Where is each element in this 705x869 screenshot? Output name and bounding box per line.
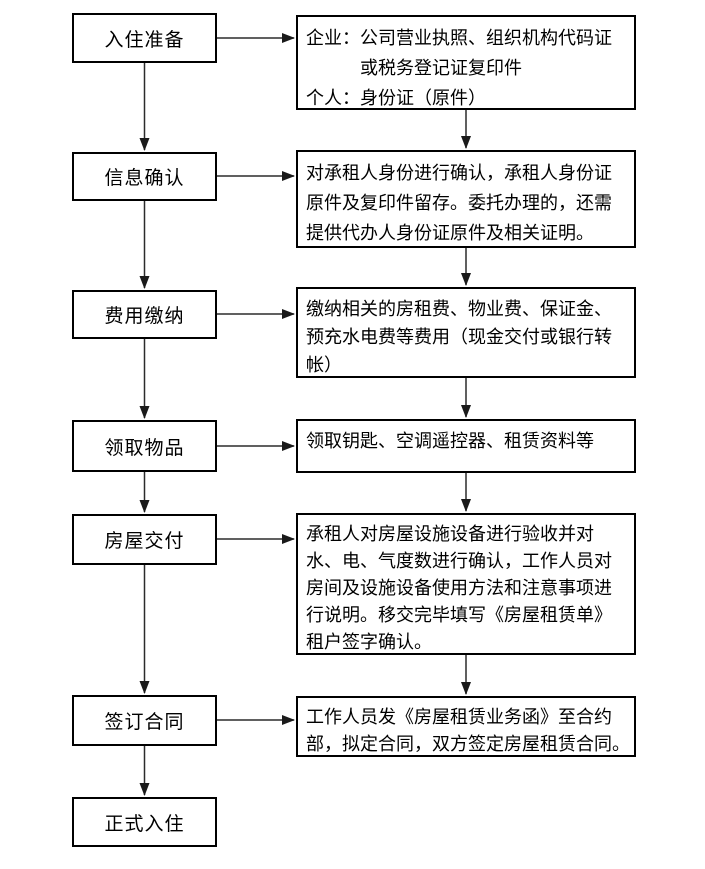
detail-line: 原件及复印件留存。委托办理的，还需: [306, 193, 612, 213]
detail-line: 行说明。移交完毕填写《房屋租赁单》: [306, 605, 612, 625]
step-box-house-handover: 房屋交付: [72, 514, 217, 565]
detail-line: 工作人员发《房屋租赁业务函》至合约: [306, 707, 612, 727]
step-box-sign-contract: 签订合同: [72, 695, 217, 746]
step-box-info-confirmation: 信息确认: [72, 152, 217, 201]
detail-box-house-handover: 承租人对房屋设施设备进行验收并对 水、电、气度数进行确认，工作人员对 房间及设施…: [296, 513, 636, 655]
step-label: 入住准备: [104, 29, 185, 51]
step-label: 房屋交付: [104, 531, 185, 552]
detail-line: 提供代办人身份证原件及相关证明。: [306, 223, 594, 243]
step-box-official-move-in: 正式入住: [72, 797, 217, 847]
step-label: 信息确认: [104, 168, 185, 189]
detail-line: 帐）: [306, 355, 342, 375]
detail-line: 或税务登记证复印件: [360, 58, 522, 78]
detail-box-fee-payment: 缴纳相关的房租费、物业费、保证金、 预充水电费等费用（现金交付或银行转 帐）: [296, 287, 636, 378]
detail-line: 领取钥匙、空调遥控器、租赁资料等: [306, 431, 594, 451]
detail-line: 预充水电费等费用（现金交付或银行转: [306, 327, 612, 347]
detail-line: 对承租人身份进行确认，承租人身份证: [306, 163, 612, 183]
step-box-move-in-preparation: 入住准备: [72, 13, 217, 63]
step-box-collect-items: 领取物品: [72, 420, 217, 472]
step-label: 签订合同: [104, 712, 185, 733]
detail-line: 部，拟定合同，双方签定房屋租赁合同。: [306, 734, 630, 754]
detail-box-collect-items: 领取钥匙、空调遥控器、租赁资料等: [296, 419, 636, 473]
detail-line: 个人：身份证（原件）: [306, 88, 486, 108]
detail-line: 房间及设施设备使用方法和注意事项进: [306, 578, 612, 598]
step-label: 领取物品: [104, 437, 185, 459]
step-label: 正式入住: [104, 813, 185, 835]
detail-box-info-confirmation: 对承租人身份进行确认，承租人身份证 原件及复印件留存。委托办理的，还需 提供代办…: [296, 150, 636, 248]
detail-line: 承租人对房屋设施设备进行验收并对: [306, 524, 594, 544]
detail-line: 租户签字确认。: [306, 632, 432, 652]
detail-line: 水、电、气度数进行确认，工作人员对: [306, 551, 612, 571]
detail-box-sign-contract: 工作人员发《房屋租赁业务函》至合约 部，拟定合同，双方签定房屋租赁合同。: [296, 696, 636, 757]
detail-box-move-in-preparation: 企业：公司营业执照、组织机构代码证 或税务登记证复印件 个人：身份证（原件）: [296, 15, 636, 110]
step-box-fee-payment: 费用缴纳: [72, 290, 217, 339]
detail-line: 企业：公司营业执照、组织机构代码证: [306, 28, 612, 48]
step-label: 费用缴纳: [104, 306, 185, 327]
detail-line: 缴纳相关的房租费、物业费、保证金、: [306, 299, 612, 319]
